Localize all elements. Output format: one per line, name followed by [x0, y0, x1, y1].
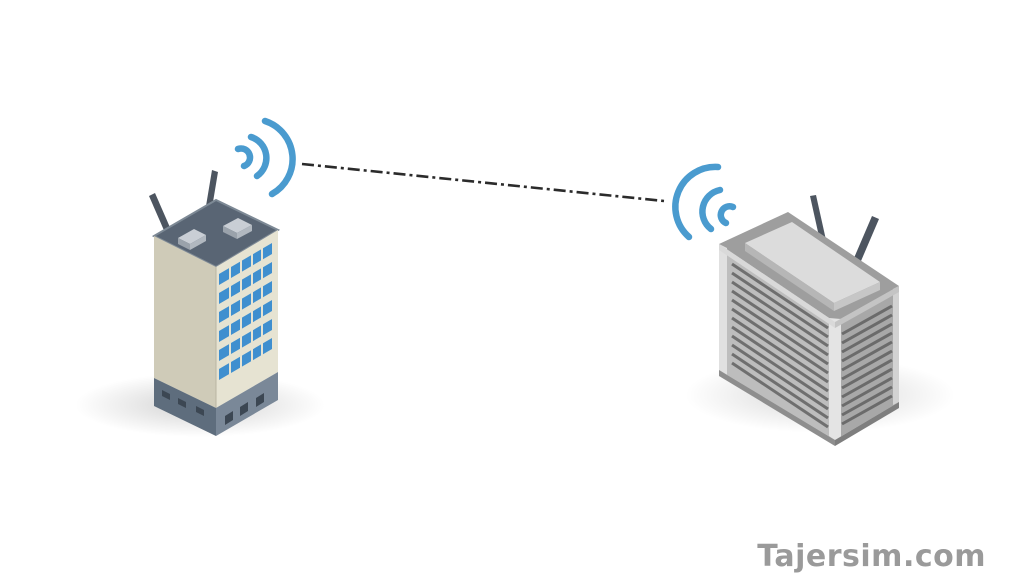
facade-stripes	[731, 262, 829, 429]
antenna-icon	[205, 170, 218, 214]
building-left-icon	[149, 170, 281, 436]
watermark-text: Tajersim.com	[757, 539, 986, 574]
wifi-signal-icon	[672, 163, 737, 241]
antenna-icon	[854, 216, 879, 261]
building-right-icon	[719, 195, 899, 446]
wifi-signal-icon	[234, 117, 296, 198]
antenna-icon	[149, 193, 172, 235]
link-line	[301, 162, 665, 203]
antenna-icon	[810, 195, 826, 241]
window-rows	[219, 243, 272, 380]
